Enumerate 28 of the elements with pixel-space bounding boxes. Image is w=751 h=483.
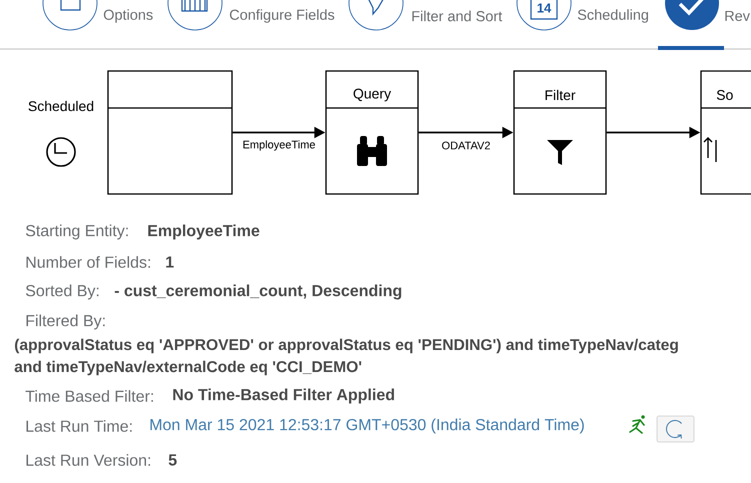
field-value: 5 [168, 454, 177, 466]
step-label: Scheduled [28, 100, 94, 112]
field-value: 1 [166, 256, 174, 268]
step-label: Filter and Sort [412, 10, 502, 22]
step-label: Configure Fields [230, 9, 334, 23]
step-box: So [700, 70, 751, 195]
field-value: EmployeeTime [148, 224, 260, 240]
step-label: Options [104, 9, 153, 23]
field-label: Time Based Filter: [26, 390, 153, 402]
field-label: Filtered By: [26, 314, 105, 330]
calendar-day: 14 [538, 4, 552, 12]
filter-expression: and timeTypeNav/externalCode eq 'CCI_DEMO' [14, 360, 362, 376]
field-value: - cust_ceremonial_count, Descending [114, 284, 402, 300]
filter-expression: (approvalStatus eq 'APPROVED' or approvalStatus eq 'PENDING') and timeTypeNav/categ [15, 338, 678, 354]
field-label: Number of Fields: [26, 256, 150, 268]
step-box: Filter [513, 70, 607, 195]
field-label: Sorted By: [26, 284, 98, 300]
edge-label: ODATAV2 [442, 142, 490, 150]
field-value: No Time-Based Filter Applied [173, 388, 394, 404]
edge-label: EmployeeTime [243, 140, 315, 151]
step-label: Rev [725, 10, 750, 22]
field-label: Starting Entity: [26, 224, 128, 240]
step-box: Query [325, 70, 419, 195]
step-label: Scheduling [578, 9, 648, 23]
link: Mon Mar 15 2021 12:53:17 GMT+0530 (India Standard Time) [150, 418, 584, 434]
field-label: Last Run Time: [26, 420, 132, 432]
field-label: Last Run Version: [26, 454, 150, 466]
step-box [107, 70, 233, 195]
